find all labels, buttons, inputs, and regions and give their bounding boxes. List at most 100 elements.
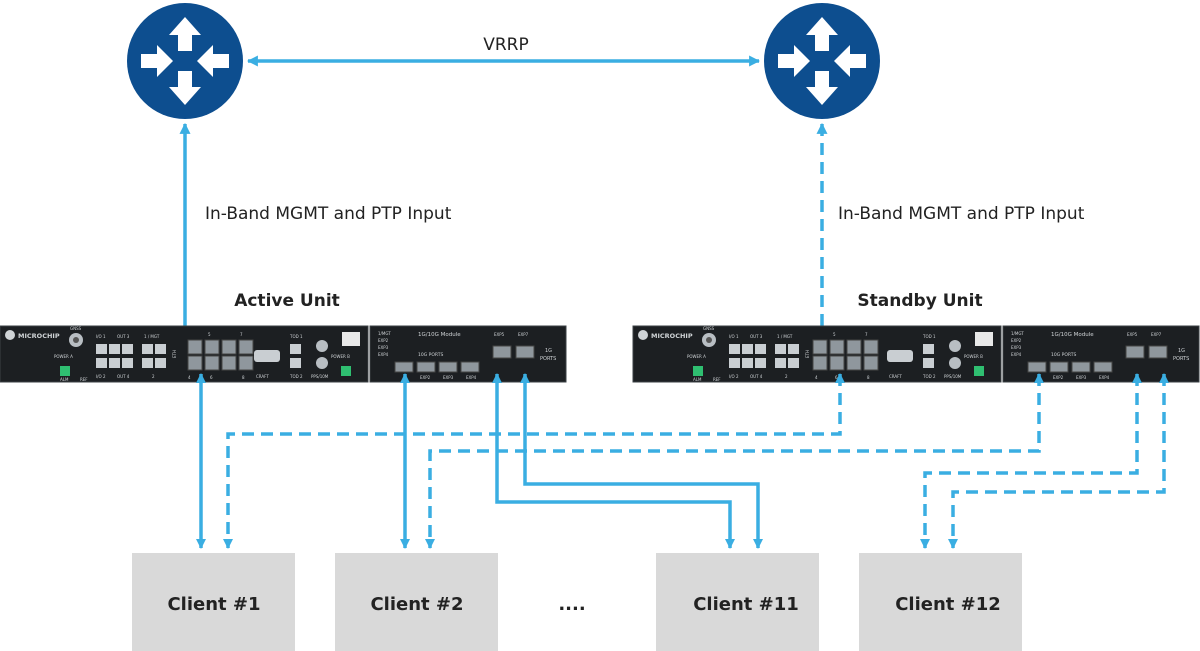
one-g-label: 1G: [545, 348, 552, 354]
power-b-label: POWER B: [964, 354, 983, 359]
active-unit: MICROCHIP GNSS POWER A POWER B ALM REF I…: [0, 325, 567, 383]
exp-bottom-2: EXP2: [1053, 375, 1064, 380]
active-unit-label: Active Unit: [234, 291, 340, 311]
io1-label: I/O 1: [96, 334, 106, 339]
standby-client12-link-a: [920, 373, 1142, 549]
vrrp-label: VRRP: [483, 35, 529, 55]
tod2-port: [290, 358, 301, 368]
exp5-label: EXP5: [1127, 332, 1138, 337]
power-b-icon: [974, 366, 984, 376]
out3-label: OUT 3: [750, 334, 763, 339]
mgt-label: 1 / MGT: [144, 334, 160, 339]
pps-connector-1: [316, 340, 328, 352]
active-client11-link-a: [492, 373, 735, 549]
sfp-label-7: 7: [865, 332, 868, 337]
rj45-ports: [96, 344, 166, 368]
client-label: Client #2: [370, 594, 463, 615]
craft-port: [887, 350, 913, 362]
out4-label: OUT 4: [117, 374, 130, 379]
exp-bottom-4: EXP4: [1099, 375, 1110, 380]
alm-label: ALM: [693, 377, 702, 382]
power-b-icon: [341, 366, 351, 376]
client-label: Client #12: [895, 594, 1001, 615]
router-right: [764, 3, 880, 119]
module-led-3: EXP3: [378, 345, 389, 350]
gnss-label: GNSS: [70, 326, 82, 331]
eth-label: ETH: [805, 350, 810, 358]
standby-client1-link: [223, 373, 845, 549]
out3-label: OUT 3: [117, 334, 130, 339]
ellipsis: ....: [558, 594, 585, 615]
module-led-4: EXP4: [1011, 352, 1022, 357]
exp-bottom-4: EXP4: [466, 375, 477, 380]
router-icon: [764, 3, 880, 119]
module-led-1: 1/MGT: [1011, 331, 1024, 336]
pps-connector-2: [949, 357, 961, 369]
mgt-label: 1 / MGT: [777, 334, 793, 339]
sfp-label-6: 6: [210, 375, 213, 380]
client-box-11: Client #11: [656, 553, 819, 651]
io2-label: I/O 2: [96, 374, 106, 379]
power-a-label: POWER A: [54, 354, 73, 359]
microchip-logo-icon: [5, 330, 15, 340]
exp-bottom-3: EXP3: [1076, 375, 1087, 380]
client-label: Client #1: [167, 594, 260, 615]
tod1-port: [923, 344, 934, 354]
tod2-label: TOD 2: [922, 374, 936, 379]
module-sfp-cages: [1027, 345, 1168, 373]
power-a-label: POWER A: [687, 354, 706, 359]
microchip-logo-icon: [638, 330, 648, 340]
pps-label: PPS/10M: [944, 374, 962, 379]
client-links: [196, 373, 1169, 549]
sfp-label-7: 7: [240, 332, 243, 337]
exp5-label: EXP5: [494, 332, 505, 337]
gnss-label: GNSS: [703, 326, 715, 331]
eth-label: ETH: [172, 350, 177, 358]
module-title: 1G/10G Module: [418, 332, 461, 338]
module-led-4: EXP4: [378, 352, 389, 357]
sfp-cages: [812, 339, 879, 371]
exp7-label: EXP7: [518, 332, 529, 337]
qr-label: [975, 332, 993, 346]
gnss-connector-core: [706, 337, 712, 343]
pps-connector-1: [949, 340, 961, 352]
router-icon: [127, 3, 243, 119]
sfp-label-5: 5: [833, 332, 836, 337]
tod1-label: TOD 1: [289, 334, 303, 339]
port2-label: 2: [152, 374, 155, 379]
standby-unit-label: Standby Unit: [857, 291, 982, 311]
craft-label: CRAFT: [889, 374, 902, 379]
client-box-2: Client #2: [335, 553, 498, 651]
sfp-label-5: 5: [208, 332, 211, 337]
client-label: Client #11: [693, 594, 799, 615]
standby-client2-link: [425, 373, 1044, 549]
ref-label: REF: [713, 377, 721, 382]
module-led-3: EXP3: [1011, 345, 1022, 350]
client-box-12: Client #12: [859, 553, 1022, 651]
module-led-2: EXP2: [378, 338, 389, 343]
sfp-label-4: 4: [188, 375, 191, 380]
ref-label: REF: [80, 377, 88, 382]
tod2-label: TOD 2: [289, 374, 303, 379]
sfp-cages: [187, 339, 254, 371]
io1-label: I/O 1: [729, 334, 739, 339]
ports-label: PORTS: [540, 356, 556, 362]
module-sfp-cages: [394, 345, 535, 373]
ten-g-label: 10G PORTS: [418, 352, 443, 358]
client-box-1: Client #1: [132, 553, 295, 651]
io2-label: I/O 2: [729, 374, 739, 379]
alm-label: ALM: [60, 377, 69, 382]
module-led-1: 1/MGT: [378, 331, 391, 336]
out4-label: OUT 4: [750, 374, 763, 379]
ten-g-label: 10G PORTS: [1051, 352, 1076, 358]
power-a-icon: [693, 366, 703, 376]
exp-bottom-2: EXP2: [420, 375, 431, 380]
craft-label: CRAFT: [256, 374, 269, 379]
tod1-port: [290, 344, 301, 354]
standby-unit: MICROCHIP GNSS POWER A POWER B ALM REF I…: [632, 325, 1200, 383]
router-left: [127, 3, 243, 119]
module-title: 1G/10G Module: [1051, 332, 1094, 338]
pps-label: PPS/10M: [311, 374, 329, 379]
qr-label: [342, 332, 360, 346]
standby-mgmt-label: In-Band MGMT and PTP Input: [838, 204, 1085, 224]
